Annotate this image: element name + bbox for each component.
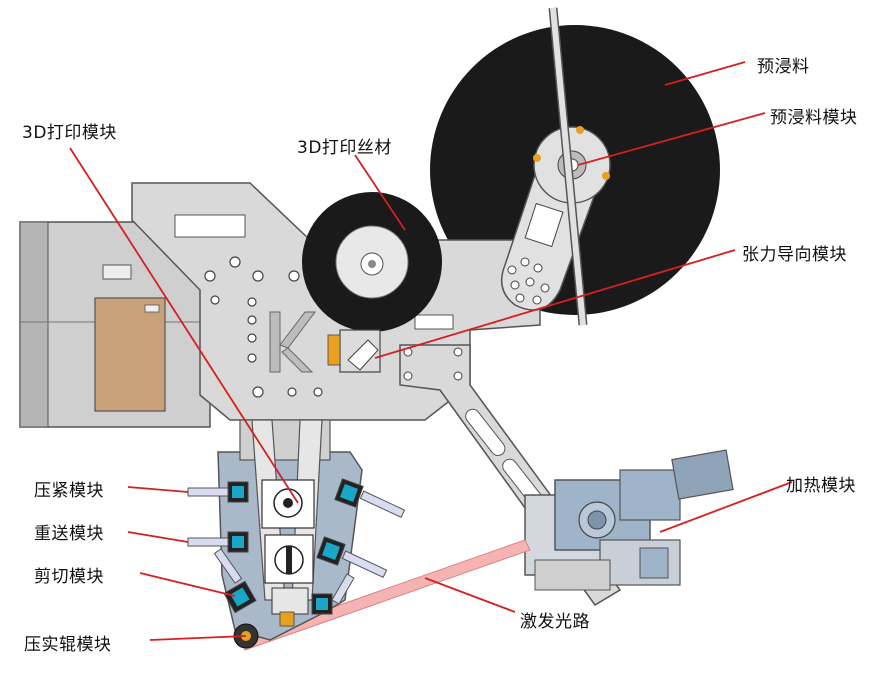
leader-lines bbox=[69, 61, 793, 641]
label-prepreg: 预浸料 bbox=[757, 57, 810, 77]
label-laser-path: 激发光路 bbox=[520, 612, 590, 632]
k-logo bbox=[269, 311, 316, 373]
label-prepreg-module: 预浸料模块 bbox=[770, 108, 858, 128]
label-tension-guide: 张力导向模块 bbox=[742, 245, 847, 265]
label-heating: 加热模块 bbox=[786, 476, 856, 496]
label-printing-module: 3D打印模块 bbox=[22, 123, 117, 143]
label-cutting: 剪切模块 bbox=[34, 567, 104, 587]
label-filament: 3D打印丝材 bbox=[297, 138, 392, 158]
print-head-assembly bbox=[187, 419, 406, 649]
heating-unit bbox=[524, 449, 734, 591]
copper-plate bbox=[94, 297, 166, 412]
frame-bolts bbox=[204, 256, 323, 398]
filament-spool bbox=[302, 192, 442, 332]
tension-guide-part bbox=[327, 329, 381, 373]
label-compaction-roller: 压实辊模块 bbox=[24, 635, 112, 655]
label-refeed: 重送模块 bbox=[34, 524, 104, 544]
label-clamping: 压紧模块 bbox=[34, 481, 104, 501]
